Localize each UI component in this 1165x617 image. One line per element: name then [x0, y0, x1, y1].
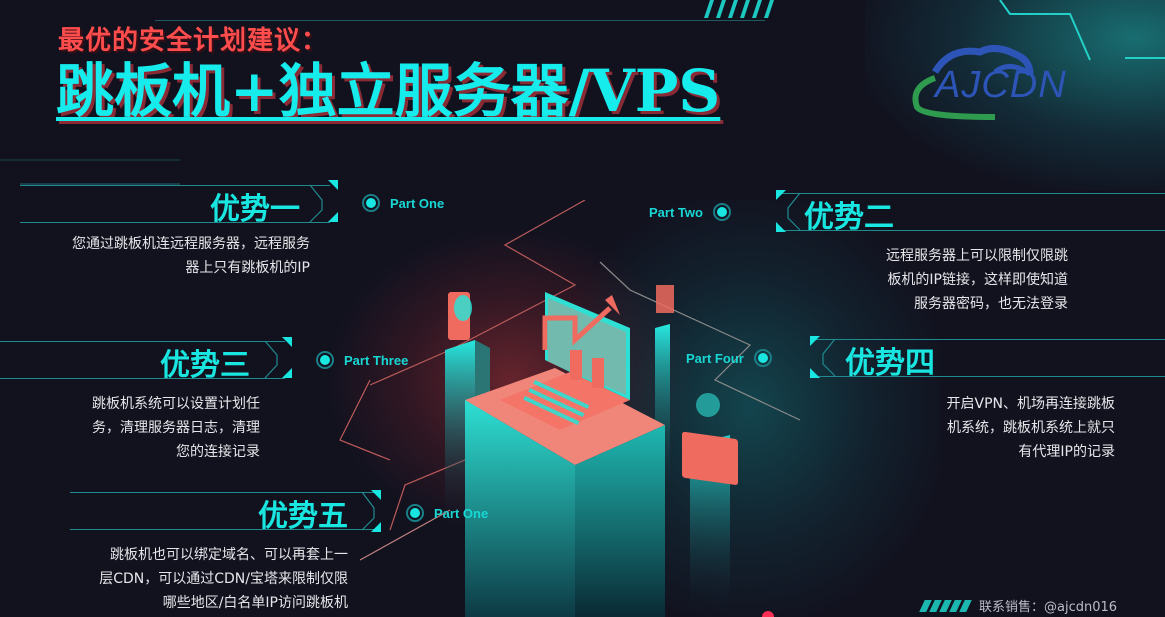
part-label: Part Four	[686, 350, 744, 366]
desc-line: 器上只有跳板机的IP	[185, 260, 310, 276]
stripes-icon	[919, 599, 972, 612]
part-dot-icon	[362, 194, 380, 212]
advantage-4-part-tag: Part Four	[686, 349, 772, 367]
part-dot-icon	[712, 203, 731, 221]
desc-line: 哪些地区/白名单IP访问跳板机	[162, 595, 348, 611]
left-glow-lines	[0, 159, 180, 185]
corner-line-decoration	[999, 0, 1165, 61]
part-label: Part One	[434, 505, 489, 521]
page-title: 跳板机+独立服务器/VPS	[56, 57, 721, 125]
part-label: Part Two	[649, 204, 703, 220]
advantage-2-frame: 优势二	[780, 193, 1165, 235]
desc-line: 跳板机系统可以设置计划任	[92, 396, 260, 412]
part-dot-icon	[316, 351, 334, 369]
advantage-5-description: 跳板机也可以绑定域名、可以再套上一 层CDN，可以通过CDN/宝塔来限制仅限 哪…	[60, 543, 348, 615]
advantage-4-label: 优势四	[845, 346, 935, 381]
desc-line: 跳板机也可以绑定域名、可以再套上一	[110, 547, 348, 563]
advantage-5-label: 优势五	[258, 499, 348, 534]
part-dot-icon	[406, 504, 424, 522]
advantage-4-frame: 优势四	[815, 339, 1165, 381]
advantage-3-label: 优势三	[160, 348, 250, 383]
advantage-3-frame: 优势三	[0, 341, 285, 383]
ajcdn-logo: AJCDN	[905, 42, 1095, 122]
contact-text: 联系销售：@ajcdn016	[979, 600, 1118, 615]
part-label: Part One	[390, 195, 445, 211]
advantage-5-part-tag: Part One	[406, 504, 488, 522]
advantage-1-description: 您通过跳板机连远程服务器，远程服务 器上只有跳板机的IP	[20, 232, 310, 280]
subtitle: 最优的安全计划建议：	[58, 26, 329, 56]
part-label: Part Three	[344, 352, 409, 368]
advantage-2-description: 远程服务器上可以限制仅限跳 板机的IP链接，这样即使知道 服务器密码，也无法登录	[840, 244, 1068, 316]
desc-line: 服务器密码，也无法登录	[914, 296, 1068, 312]
advantage-2-label: 优势二	[804, 200, 894, 235]
desc-line: 远程服务器上可以限制仅限跳	[886, 248, 1068, 264]
advantage-3-part-tag: Part Three	[316, 351, 408, 369]
advantage-4-description: 开启VPN、机场再连接跳板 机系统，跳板机系统上就只 有代理IP的记录	[900, 392, 1116, 464]
desc-line: 您的连接记录	[176, 444, 260, 460]
top-frame-line	[155, 20, 765, 21]
advantage-2-part-tag: Part Two	[649, 203, 731, 221]
advantage-1-frame: 优势一	[20, 185, 330, 227]
logo-text: AJCDN	[935, 64, 1067, 106]
desc-line: 层CDN，可以通过CDN/宝塔来限制仅限	[99, 571, 348, 587]
desc-line: 机系统，跳板机系统上就只	[947, 420, 1115, 436]
advantage-1-part-tag: Part One	[362, 194, 444, 212]
desc-line: 有代理IP的记录	[1018, 444, 1115, 460]
advantage-1-label: 优势一	[210, 192, 300, 227]
top-stripes-decoration	[704, 0, 774, 18]
desc-line: 务，清理服务器日志，清理	[92, 420, 260, 436]
cloud-logo-icon	[912, 45, 1034, 120]
desc-line: 板机的IP链接，这样即使知道	[887, 272, 1068, 288]
part-dot-icon	[753, 349, 772, 367]
advantage-3-description: 跳板机系统可以设置计划任 务，清理服务器日志，清理 您的连接记录	[40, 392, 260, 464]
desc-line: 开启VPN、机场再连接跳板	[946, 396, 1116, 412]
desc-line: 您通过跳板机连远程服务器，远程服务	[72, 236, 310, 252]
advantage-5-frame: 优势五	[70, 492, 380, 534]
footer-contact: 联系销售：@ajcdn016	[919, 596, 1118, 615]
isometric-laptop-illustration	[339, 200, 800, 617]
